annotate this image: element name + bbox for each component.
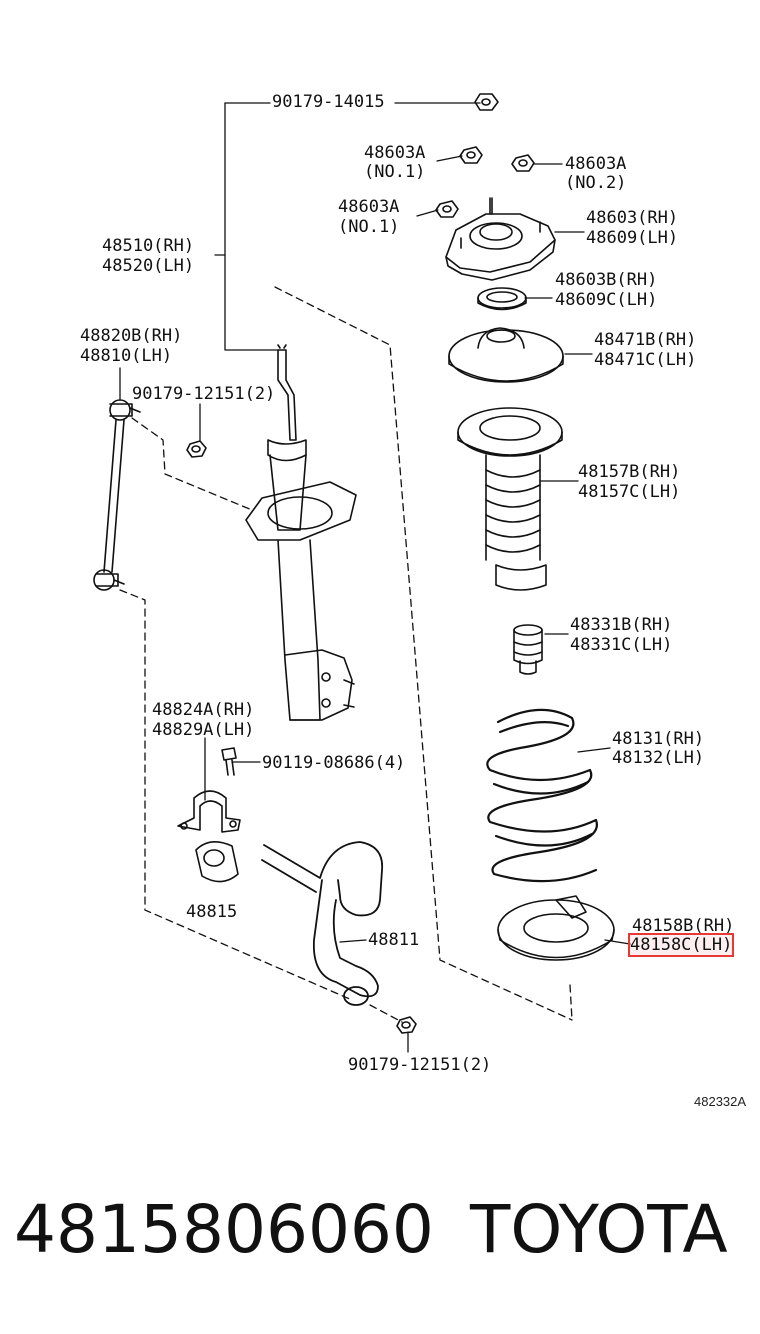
- label-48158c-lh-highlighted: 48158C(LH): [627, 933, 735, 957]
- stabilizer-bar-icon: [261, 841, 383, 1006]
- label-48331c-lh: 48331C(LH): [570, 635, 673, 655]
- label-48815: 48815: [186, 902, 238, 922]
- label-48471c-lh: 48471C(LH): [594, 350, 697, 370]
- label-48157b-rh: 48157B(RH): [578, 462, 681, 482]
- label-48132-lh: 48132(LH): [612, 748, 705, 768]
- part-number: 4815806060: [14, 1191, 434, 1268]
- dust-boot-icon: [457, 407, 563, 591]
- spring-upper-seat-icon: [448, 327, 564, 383]
- label-48603a-no1b: 48603A: [338, 197, 400, 217]
- label-48603a-no2: 48603A: [565, 154, 627, 174]
- bump-stop-icon: [513, 624, 543, 675]
- label-90179-14015: 90179-14015: [272, 92, 385, 112]
- label-48824a-rh: 48824A(RH): [152, 700, 255, 720]
- nut-48603a-no1b-icon: [435, 200, 459, 218]
- stabilizer-link-icon: [93, 399, 141, 591]
- nut-48603a-no1-icon: [459, 146, 483, 164]
- label-48331b-rh: 48331B(RH): [570, 615, 673, 635]
- stabilizer-bushing-icon: [195, 841, 239, 883]
- bracket-bolt-icon: [221, 747, 237, 776]
- label-90119-08686: 90119-08686(4): [262, 753, 406, 773]
- label-48820b-rh: 48820B(RH): [80, 326, 183, 346]
- shock-absorber-icon: [245, 344, 357, 721]
- label-48603a-no2-sub: (NO.2): [565, 173, 627, 193]
- diagram-code: 482332A: [694, 1094, 747, 1109]
- label-48510-rh: 48510(RH): [102, 236, 195, 256]
- label-48609-lh: 48609(LH): [586, 228, 679, 248]
- label-48603-rh: 48603(RH): [586, 208, 679, 228]
- label-48609c-lh: 48609C(LH): [555, 290, 658, 310]
- strut-mount-icon: [445, 197, 556, 281]
- parts-diagram: 90179-14015 48603A (NO.1) 48603A (NO.2) …: [80, 92, 746, 1109]
- bearing-icon: [477, 287, 527, 311]
- label-90179-12151-lower: 90179-12151(2): [348, 1055, 492, 1075]
- label-48471b-rh: 48471B(RH): [594, 330, 697, 350]
- leader-lines: [119, 102, 631, 1053]
- label-48603a-no1b-sub: (NO.1): [338, 217, 400, 237]
- label-48520-lh: 48520(LH): [102, 256, 195, 276]
- label-48603a-no1: 48603A: [364, 143, 426, 163]
- brand-name: TOYOTA: [470, 1191, 728, 1268]
- spring-lower-insulator-icon: [497, 895, 615, 961]
- label-90179-12151-upper: 90179-12151(2): [132, 384, 276, 404]
- coil-spring-icon: [486, 708, 598, 883]
- label-48811: 48811: [368, 930, 420, 950]
- label-48157c-lh: 48157C(LH): [578, 482, 681, 502]
- label-48158b-rh: 48158B(RH): [632, 916, 735, 936]
- exploded-view-drawing: [93, 93, 631, 1053]
- top-nut-icon: [474, 93, 499, 111]
- nut-48603a-no2-icon: [511, 154, 535, 172]
- assembly-dashed-outline: [119, 286, 573, 1023]
- label-48131-rh: 48131(RH): [612, 729, 705, 749]
- label-48603a-no1-sub: (NO.1): [364, 162, 426, 182]
- bar-nut-icon: [396, 1016, 417, 1034]
- link-nut-icon: [186, 440, 207, 458]
- stabilizer-bracket-icon: [177, 790, 241, 833]
- label-48810-lh: 48810(LH): [80, 346, 173, 366]
- label-48603b-rh: 48603B(RH): [555, 270, 658, 290]
- label-48829a-lh: 48829A(LH): [152, 720, 255, 740]
